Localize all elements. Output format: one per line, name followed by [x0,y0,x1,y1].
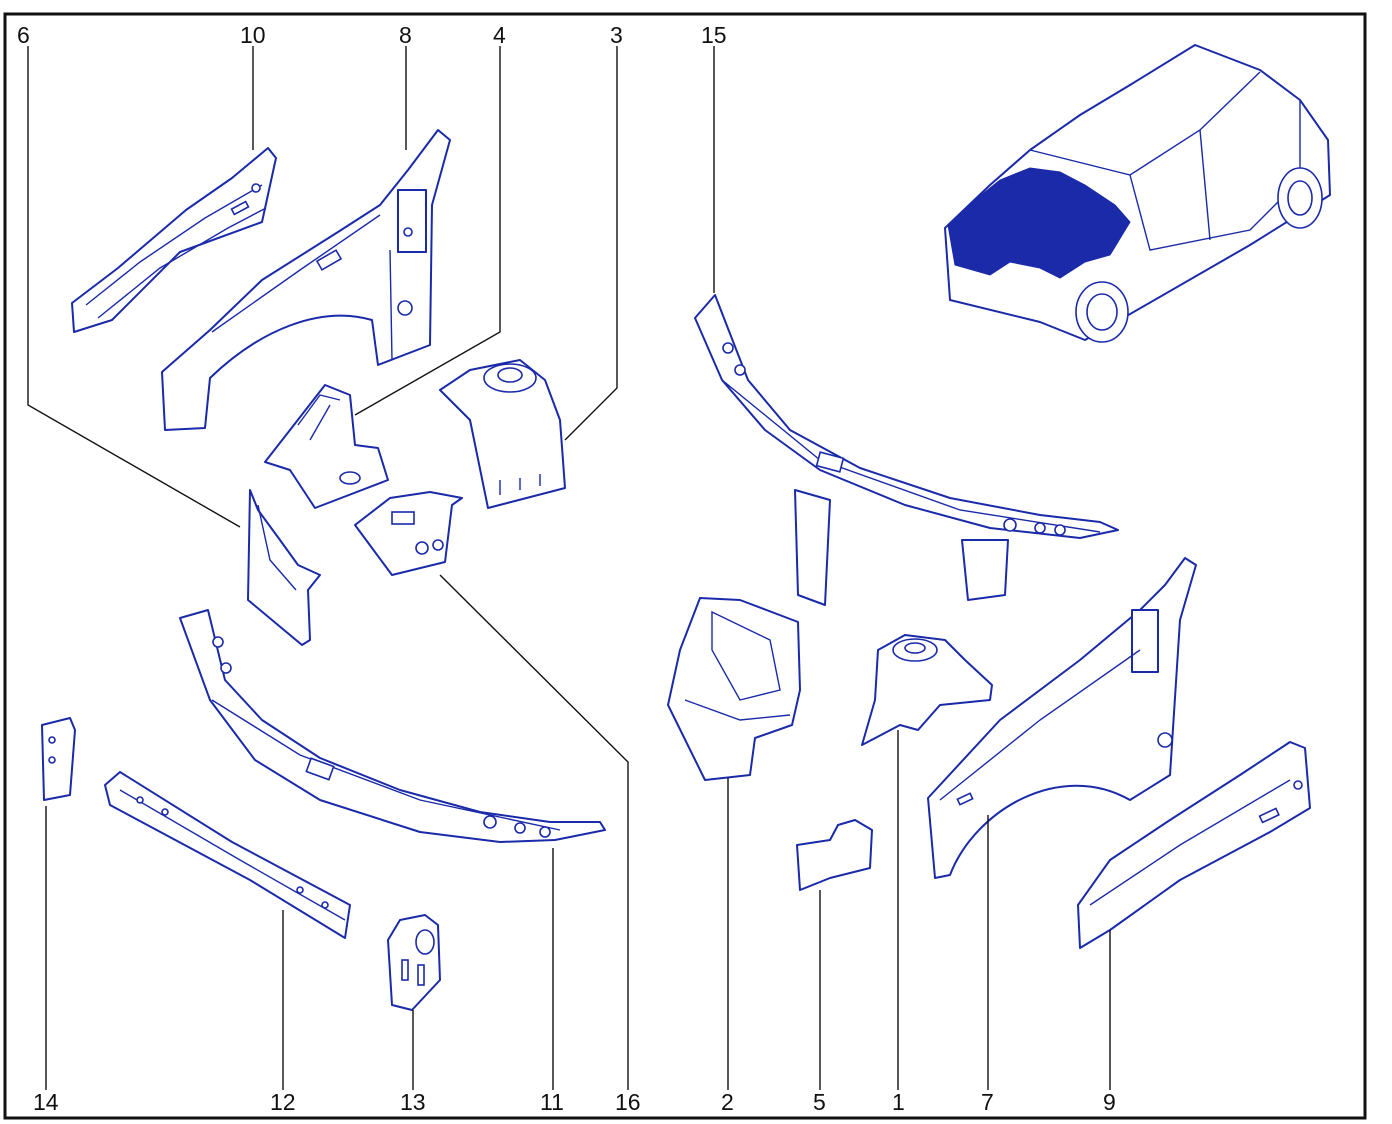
callout-14: 14 [33,1089,59,1115]
diagram-frame [3,12,1367,1120]
part-1-right-strut-tower [861,634,993,746]
leader-lines [27,46,1111,1090]
callout-1: 1 [892,1089,905,1115]
part-2-battery-tray [667,597,801,781]
callout-16: 16 [615,1089,641,1115]
callout-12: 12 [270,1089,296,1115]
part-12-lower-crossmember [104,771,351,939]
part-6-fender-bracket [247,489,321,646]
callout-6: 6 [17,22,30,48]
callout-5: 5 [813,1089,826,1115]
part-7-right-wing [927,557,1197,879]
part-5-small-bracket [796,819,873,891]
callout-2: 2 [721,1089,734,1115]
part-10-inner-wing-rail [71,147,277,333]
part-4-wheelarch-apron [264,384,389,509]
callout-15: 15 [701,22,727,48]
car-reference-thumbnail [944,44,1331,343]
part-8-left-wing [161,129,451,431]
part-16-mount-bracket [354,491,463,576]
part-3-strut-tower [439,359,566,509]
part-14-small-bracket [41,717,76,801]
part-13-plate [387,914,441,1011]
callout-9: 9 [1103,1089,1116,1115]
callout-10: 10 [240,22,266,48]
callout-7: 7 [981,1089,994,1115]
part-11-upper-crossmember-left [179,609,606,843]
callout-8: 8 [399,22,412,48]
callout-3: 3 [610,22,623,48]
callout-11: 11 [540,1089,564,1115]
part-9-right-inner-wing-rail [1077,741,1311,949]
callout-4: 4 [493,22,506,48]
part-15-upper-crossmember-right [694,294,1119,606]
callout-13: 13 [400,1089,426,1115]
